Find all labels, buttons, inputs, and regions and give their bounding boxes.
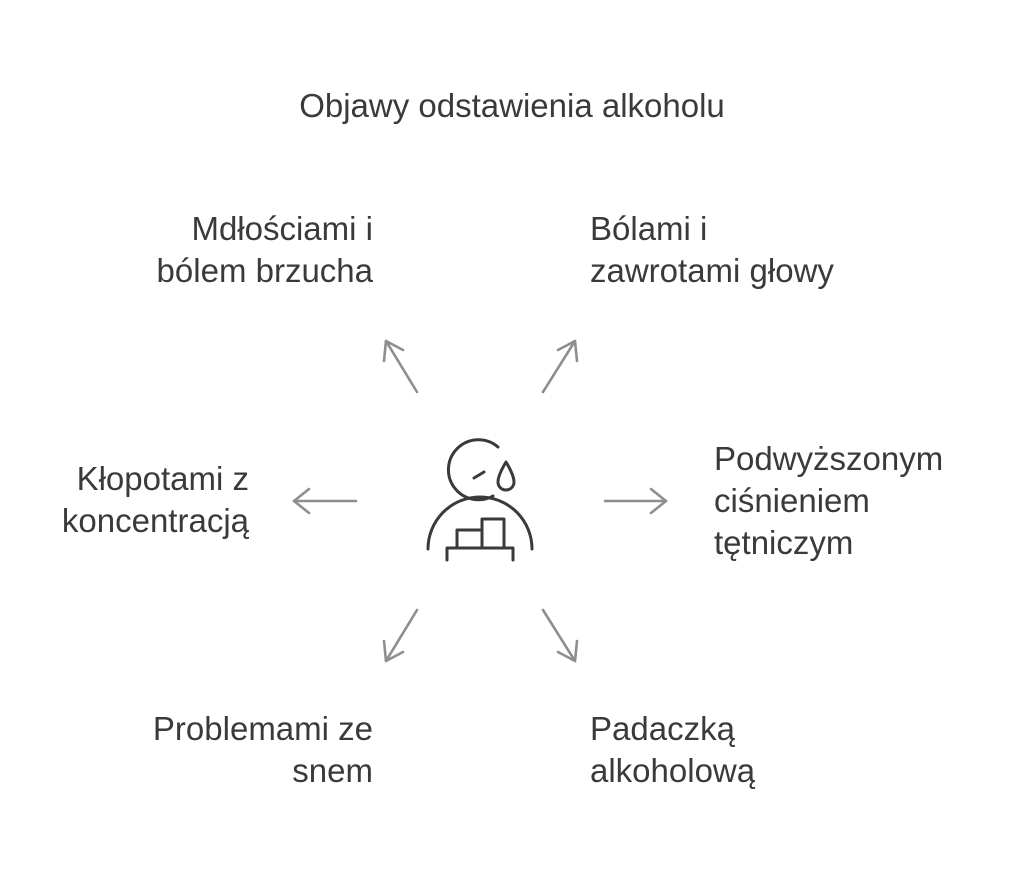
symptom-line: tętniczym	[714, 524, 854, 561]
arrow-bottom-left	[382, 608, 419, 663]
arrow-right	[603, 487, 668, 515]
symptom-line: zawrotami głowy	[590, 252, 834, 289]
arrow-top-right	[541, 339, 579, 394]
symptom-high-blood-pressure: Podwyższonym ciśnieniem tętniczym	[714, 438, 943, 564]
symptom-nausea-abdominal-pain: Mdłościami i bólem brzucha	[157, 208, 373, 292]
arrow-left	[292, 487, 358, 515]
symptom-line: Mdłościami i	[191, 210, 373, 247]
symptom-alcoholic-epilepsy: Padaczką alkoholową	[590, 708, 755, 792]
symptom-line: bólem brzucha	[156, 252, 373, 289]
arrow-top-left	[382, 339, 419, 394]
diagram-title: Objawy odstawienia alkoholu	[299, 87, 725, 124]
symptom-line: Podwyższonym	[714, 440, 944, 477]
symptom-sleep-problems: Problemami ze snem	[153, 708, 373, 792]
symptom-line: koncentracją	[61, 502, 249, 539]
symptom-line: Padaczką	[590, 710, 735, 747]
symptom-line: Kłopotami z	[76, 460, 249, 497]
symptom-line: snem	[292, 752, 373, 789]
symptom-line: ciśnieniem	[714, 482, 870, 519]
symptom-headache-dizziness: Bólami i zawrotami głowy	[590, 208, 834, 292]
symptom-line: Problemami ze	[152, 710, 373, 747]
arrow-bottom-right	[541, 608, 579, 663]
symptom-line: alkoholową	[590, 752, 756, 789]
symptom-concentration-problems: Kłopotami z koncentracją	[62, 458, 249, 542]
symptom-line: Bólami i	[590, 210, 708, 247]
